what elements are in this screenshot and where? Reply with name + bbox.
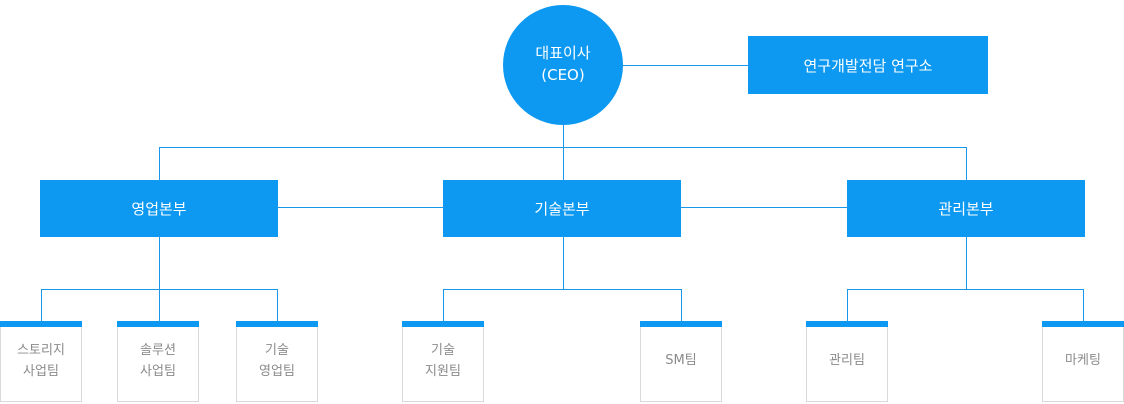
division-node-management: 관리본부 [847,180,1085,237]
team-top-bar [1042,321,1124,327]
connector-line [159,289,160,321]
team-top-bar [117,321,199,327]
division-label: 영업본부 [131,200,187,218]
connector-line [159,147,966,148]
division-node-technology: 기술본부 [443,180,681,237]
connector-line [623,65,748,66]
connector-line [159,236,160,289]
connector-line [681,289,682,321]
team-node-technical-sales: 기술 영업팀 [236,321,318,402]
team-node-storage-business: 스토리지 사업팀 [0,321,82,402]
division-label: 기술본부 [534,200,590,218]
connector-line [563,236,564,289]
connector-line [563,125,564,148]
connector-line [563,147,564,180]
team-top-bar [640,321,722,327]
team-top-bar [806,321,888,327]
team-label: 관리팀 [829,353,865,369]
team-top-bar [402,321,484,327]
team-label: 솔루션 사업팀 [140,343,176,379]
connector-line [278,207,443,208]
research-institute-label: 연구개발전담 연구소 [803,56,933,75]
team-node-management: 관리팀 [806,321,888,402]
team-label: 기술 지원팀 [425,343,461,379]
connector-line [277,289,278,321]
team-node-sm: SM팀 [640,321,722,402]
connector-line [443,289,444,321]
division-label: 관리본부 [938,200,994,218]
team-node-marketing: 마케팅 [1042,321,1124,402]
team-label: 마케팅 [1065,353,1101,369]
connector-line [41,289,42,321]
connector-line [443,289,681,290]
ceo-label: 대표이사 (CEO) [535,44,591,84]
connector-line [966,236,967,289]
connector-line [1083,289,1084,321]
connector-line [681,207,847,208]
team-label: 스토리지 사업팀 [17,343,65,379]
division-node-sales: 영업본부 [40,180,278,237]
connector-line [966,147,967,180]
team-label: SM팀 [665,353,697,369]
connector-line [159,147,160,180]
team-label: 기술 영업팀 [259,343,295,379]
ceo-node: 대표이사 (CEO) [503,5,623,125]
team-node-solution-business: 솔루션 사업팀 [117,321,199,402]
team-top-bar [0,321,82,327]
team-top-bar [236,321,318,327]
connector-line [847,289,1083,290]
connector-line [847,289,848,321]
team-node-technical-support: 기술 지원팀 [402,321,484,402]
research-institute-node: 연구개발전담 연구소 [748,36,988,94]
